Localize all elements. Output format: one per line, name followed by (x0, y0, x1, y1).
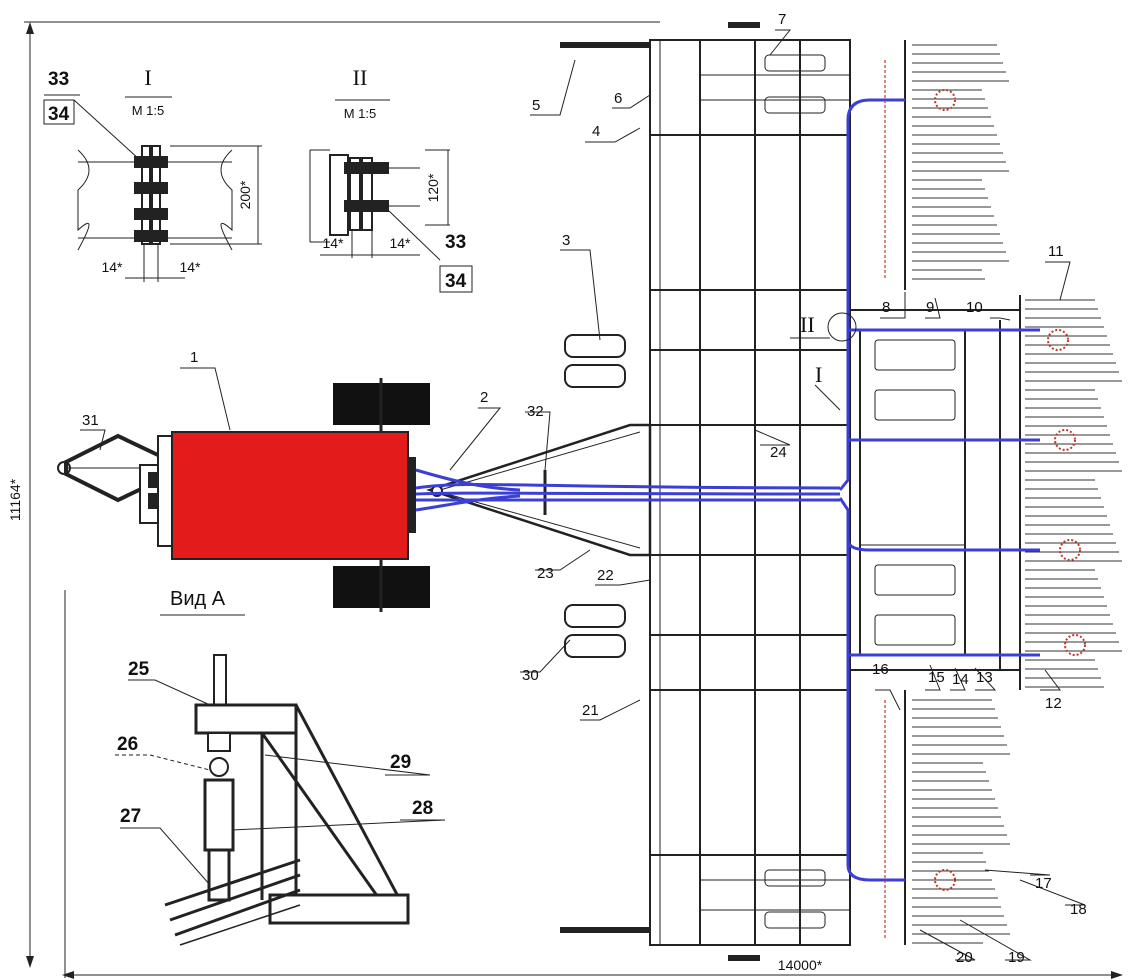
callout-27: 27 (120, 806, 141, 827)
callout-14: 14 (952, 671, 969, 688)
callout-20: 20 (956, 949, 973, 966)
callout-7: 7 (778, 11, 786, 28)
detail-II-dim-left: 14* (322, 235, 344, 251)
callout-3: 3 (562, 232, 570, 249)
tractor-body (171, 431, 409, 560)
detail-I: I M 1:5 200* 14* 14* 33 34 (43, 65, 262, 282)
detail-I-dim-left: 14* (101, 259, 123, 275)
detail-II-scale: M 1:5 (344, 106, 377, 121)
callout-34: 34 (48, 104, 70, 125)
callout-11: 11 (1048, 243, 1064, 260)
detail-II: II M 1:5 120* 14* 14* 33 34 (309, 65, 473, 293)
callout-12: 12 (1045, 695, 1062, 712)
callout-23: 23 (537, 565, 554, 582)
width-dimension: 14000* (778, 957, 823, 973)
harrow-gear-markers (884, 60, 1086, 940)
detail-I-scale: M 1:5 (132, 103, 165, 118)
detail-I-roman: I (144, 65, 151, 90)
callout-25: 25 (128, 659, 150, 680)
detail-II-roman: II (353, 65, 368, 90)
seeder-frame (560, 22, 1021, 961)
detail-I-dim-right: 14* (179, 259, 201, 275)
detail-II-dim-right: 14* (389, 235, 411, 251)
callout-32: 32 (527, 403, 544, 420)
tractor (57, 378, 430, 612)
callout-5: 5 (532, 97, 540, 114)
tine-rows (912, 44, 1122, 944)
callout-17: 17 (1035, 875, 1052, 892)
callout-18: 18 (1070, 901, 1087, 918)
detail-I-dim-height: 200* (237, 180, 253, 209)
section-mark-I: I (815, 362, 822, 387)
callout-29: 29 (390, 752, 411, 773)
callout-31: 31 (82, 412, 99, 429)
callout-6: 6 (614, 90, 622, 107)
section-marks: II I (790, 312, 857, 411)
overall-dimensions: 11164* 14000* (7, 21, 1123, 979)
drawbar (425, 423, 652, 557)
view-label: Вид А (170, 588, 226, 610)
view-A-detail: Вид А (160, 588, 410, 946)
callout-26: 26 (117, 734, 138, 755)
callout-16: 16 (872, 661, 889, 678)
detail-II-dim-height: 120* (425, 173, 441, 202)
callout-34-detail-II: 34 (445, 271, 467, 292)
callout-4: 4 (592, 123, 600, 140)
callout-19: 19 (1008, 949, 1025, 966)
callout-9: 9 (926, 299, 934, 316)
callout-numbers: 1 2 3 4 5 6 7 8 9 10 11 12 13 14 15 16 1… (82, 11, 1087, 966)
callout-13: 13 (976, 669, 993, 686)
callout-33: 33 (48, 69, 69, 90)
transport-wheels (564, 334, 626, 658)
callout-21: 21 (582, 702, 599, 719)
hydraulic-lines (415, 98, 1040, 882)
callout-30: 30 (522, 667, 539, 684)
callout-8: 8 (882, 299, 890, 316)
callout-15: 15 (928, 669, 945, 686)
callout-10: 10 (966, 299, 983, 316)
leader-lines (80, 29, 1086, 961)
callout-1: 1 (190, 349, 198, 366)
callout-33-detail-II: 33 (445, 232, 466, 253)
callout-22: 22 (597, 567, 614, 584)
callout-24: 24 (770, 444, 787, 461)
callout-2: 2 (480, 389, 488, 406)
callout-28: 28 (412, 798, 433, 819)
section-mark-II: II (800, 312, 815, 337)
height-dimension: 11164* (7, 478, 23, 521)
